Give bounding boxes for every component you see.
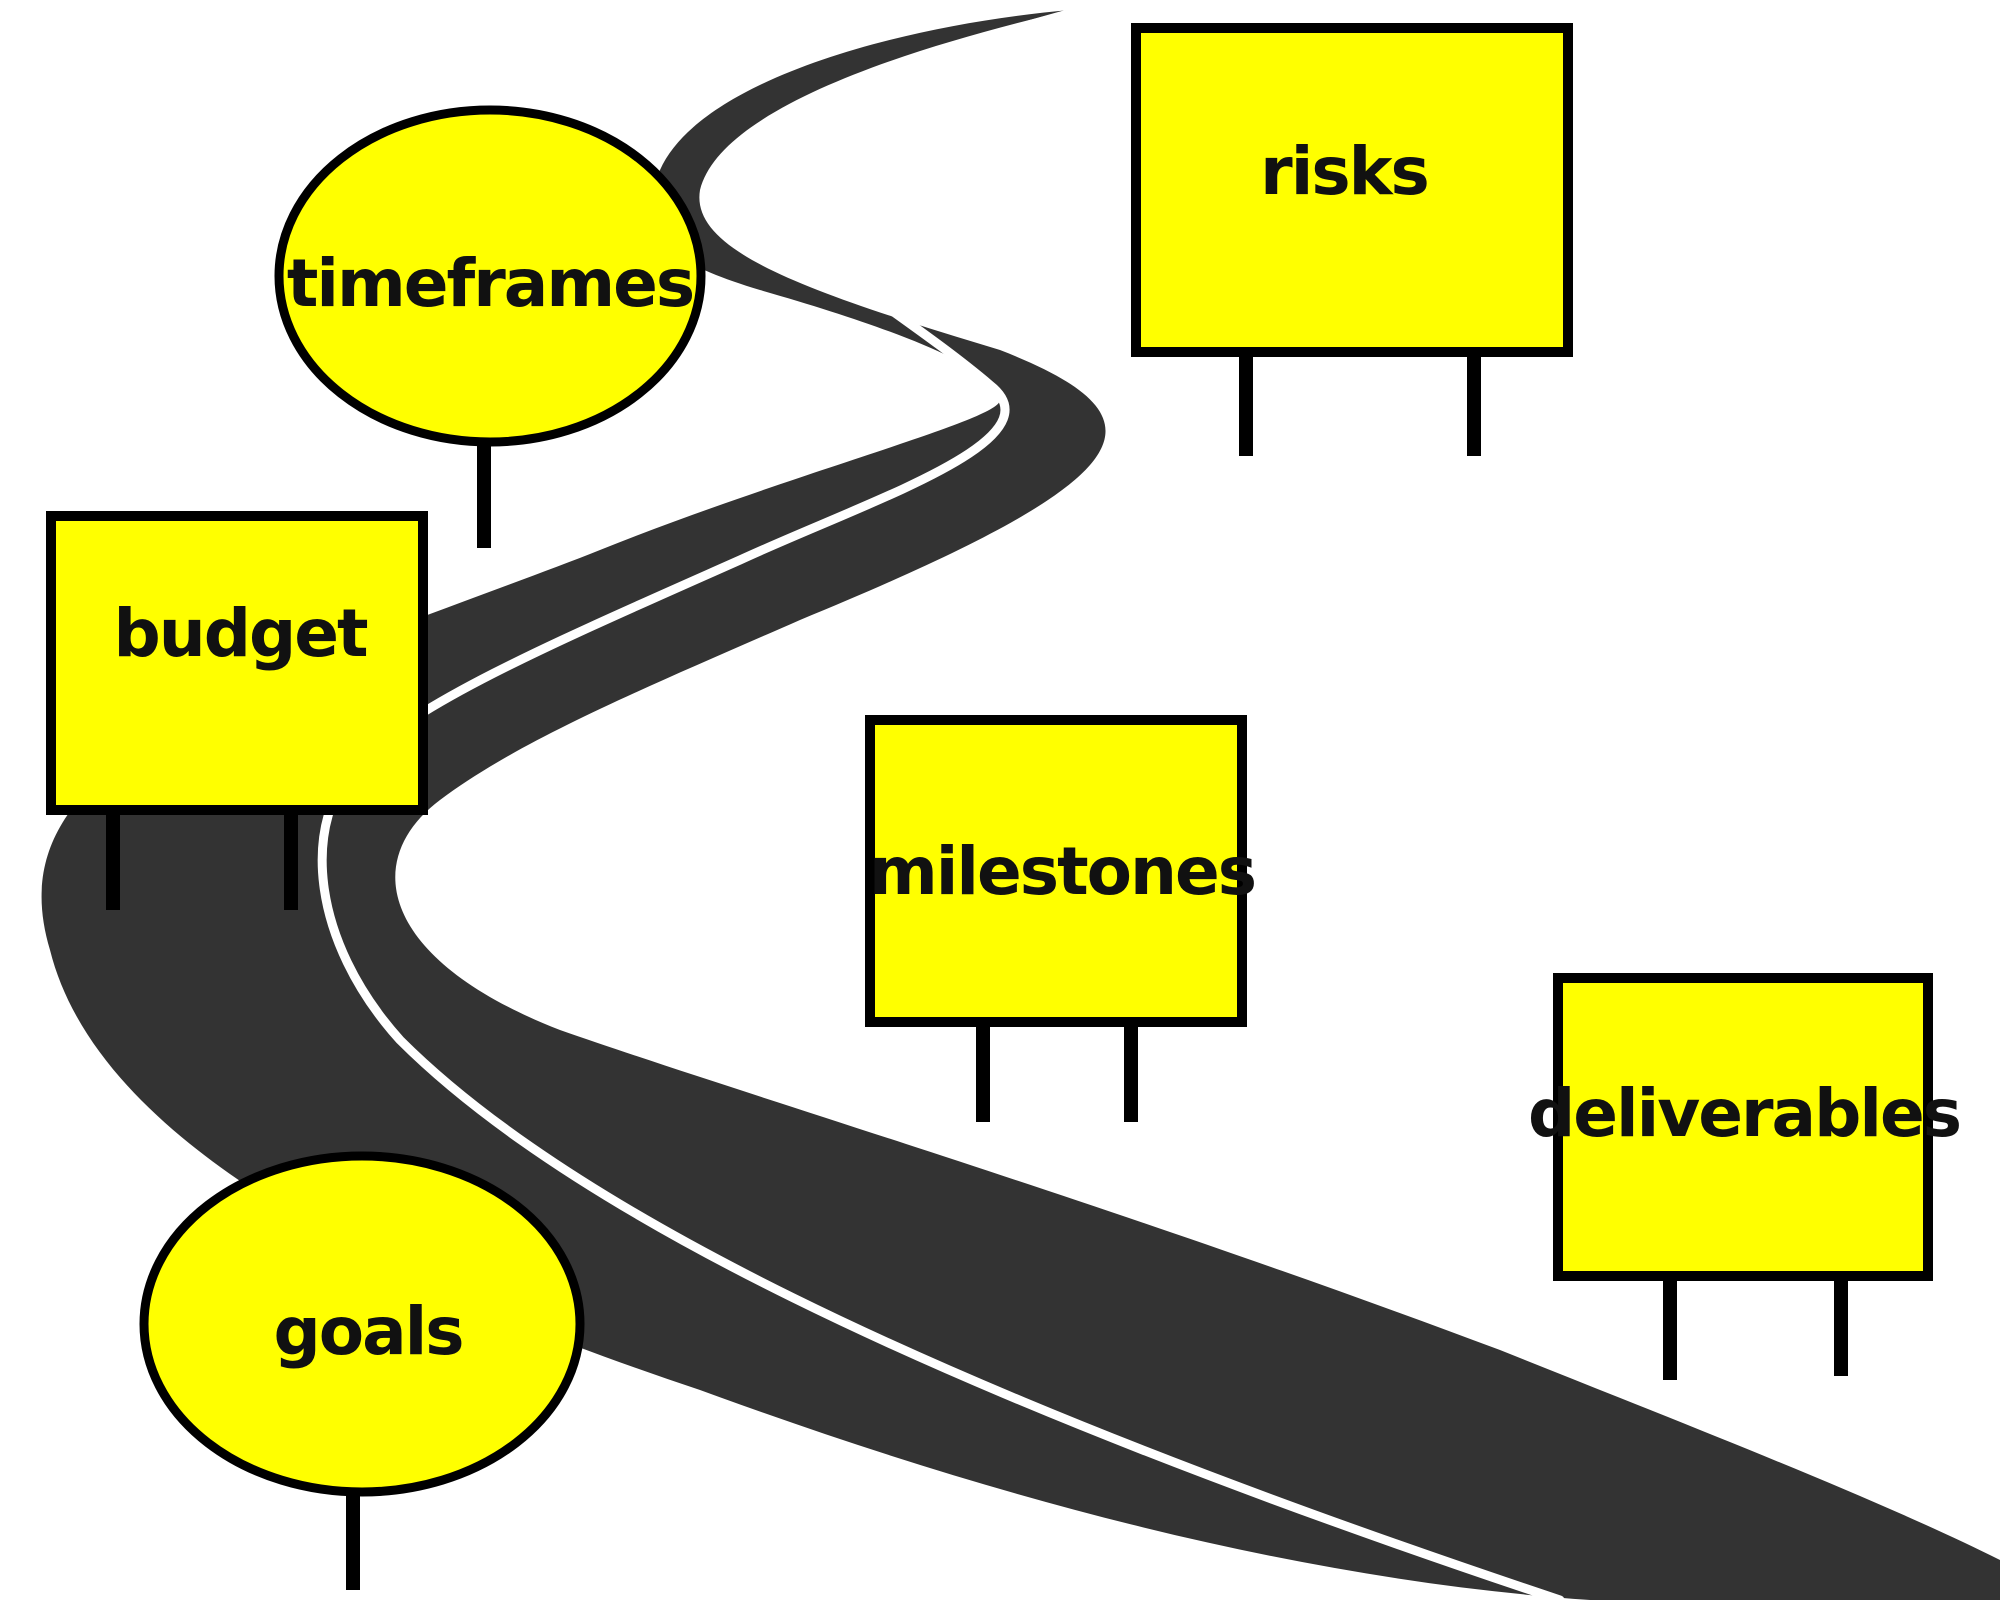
sign-board [274, 105, 706, 447]
sign-post-left [1663, 1276, 1677, 1380]
sign-label: goals [273, 1293, 462, 1370]
sign-deliverables: deliverables [1528, 973, 1962, 1380]
road-surface [41, 10, 2000, 1600]
sign-post-left [1239, 352, 1253, 456]
sign-label: budget [113, 595, 367, 672]
sign-post-left [106, 810, 120, 910]
sign-goals: goals [139, 1151, 585, 1590]
sign-board [139, 1151, 585, 1497]
sign-board [865, 715, 1247, 1027]
sign-post [477, 440, 491, 548]
sign-post-left [976, 1022, 990, 1122]
sign-post-right [284, 810, 298, 910]
sign-board [46, 511, 428, 815]
sign-label: risks [1260, 133, 1428, 210]
road [41, 9, 2000, 1600]
sign-post-right [1467, 352, 1481, 456]
lane-line [317, 9, 1565, 1600]
sign-label: deliverables [1528, 1075, 1960, 1152]
sign-label: milestones [869, 833, 1255, 910]
sign-post-right [1124, 1022, 1138, 1122]
sign-milestones: milestones [865, 715, 1257, 1122]
sign-label: timeframes [287, 245, 693, 322]
sign-risks: risks [1131, 23, 1573, 456]
sign-post [346, 1490, 360, 1590]
sign-post-right [1834, 1276, 1848, 1376]
sign-budget: budget [46, 511, 428, 910]
sign-board [1553, 973, 1933, 1281]
sign-board [1131, 23, 1573, 357]
sign-timeframes: timeframes [274, 105, 706, 548]
